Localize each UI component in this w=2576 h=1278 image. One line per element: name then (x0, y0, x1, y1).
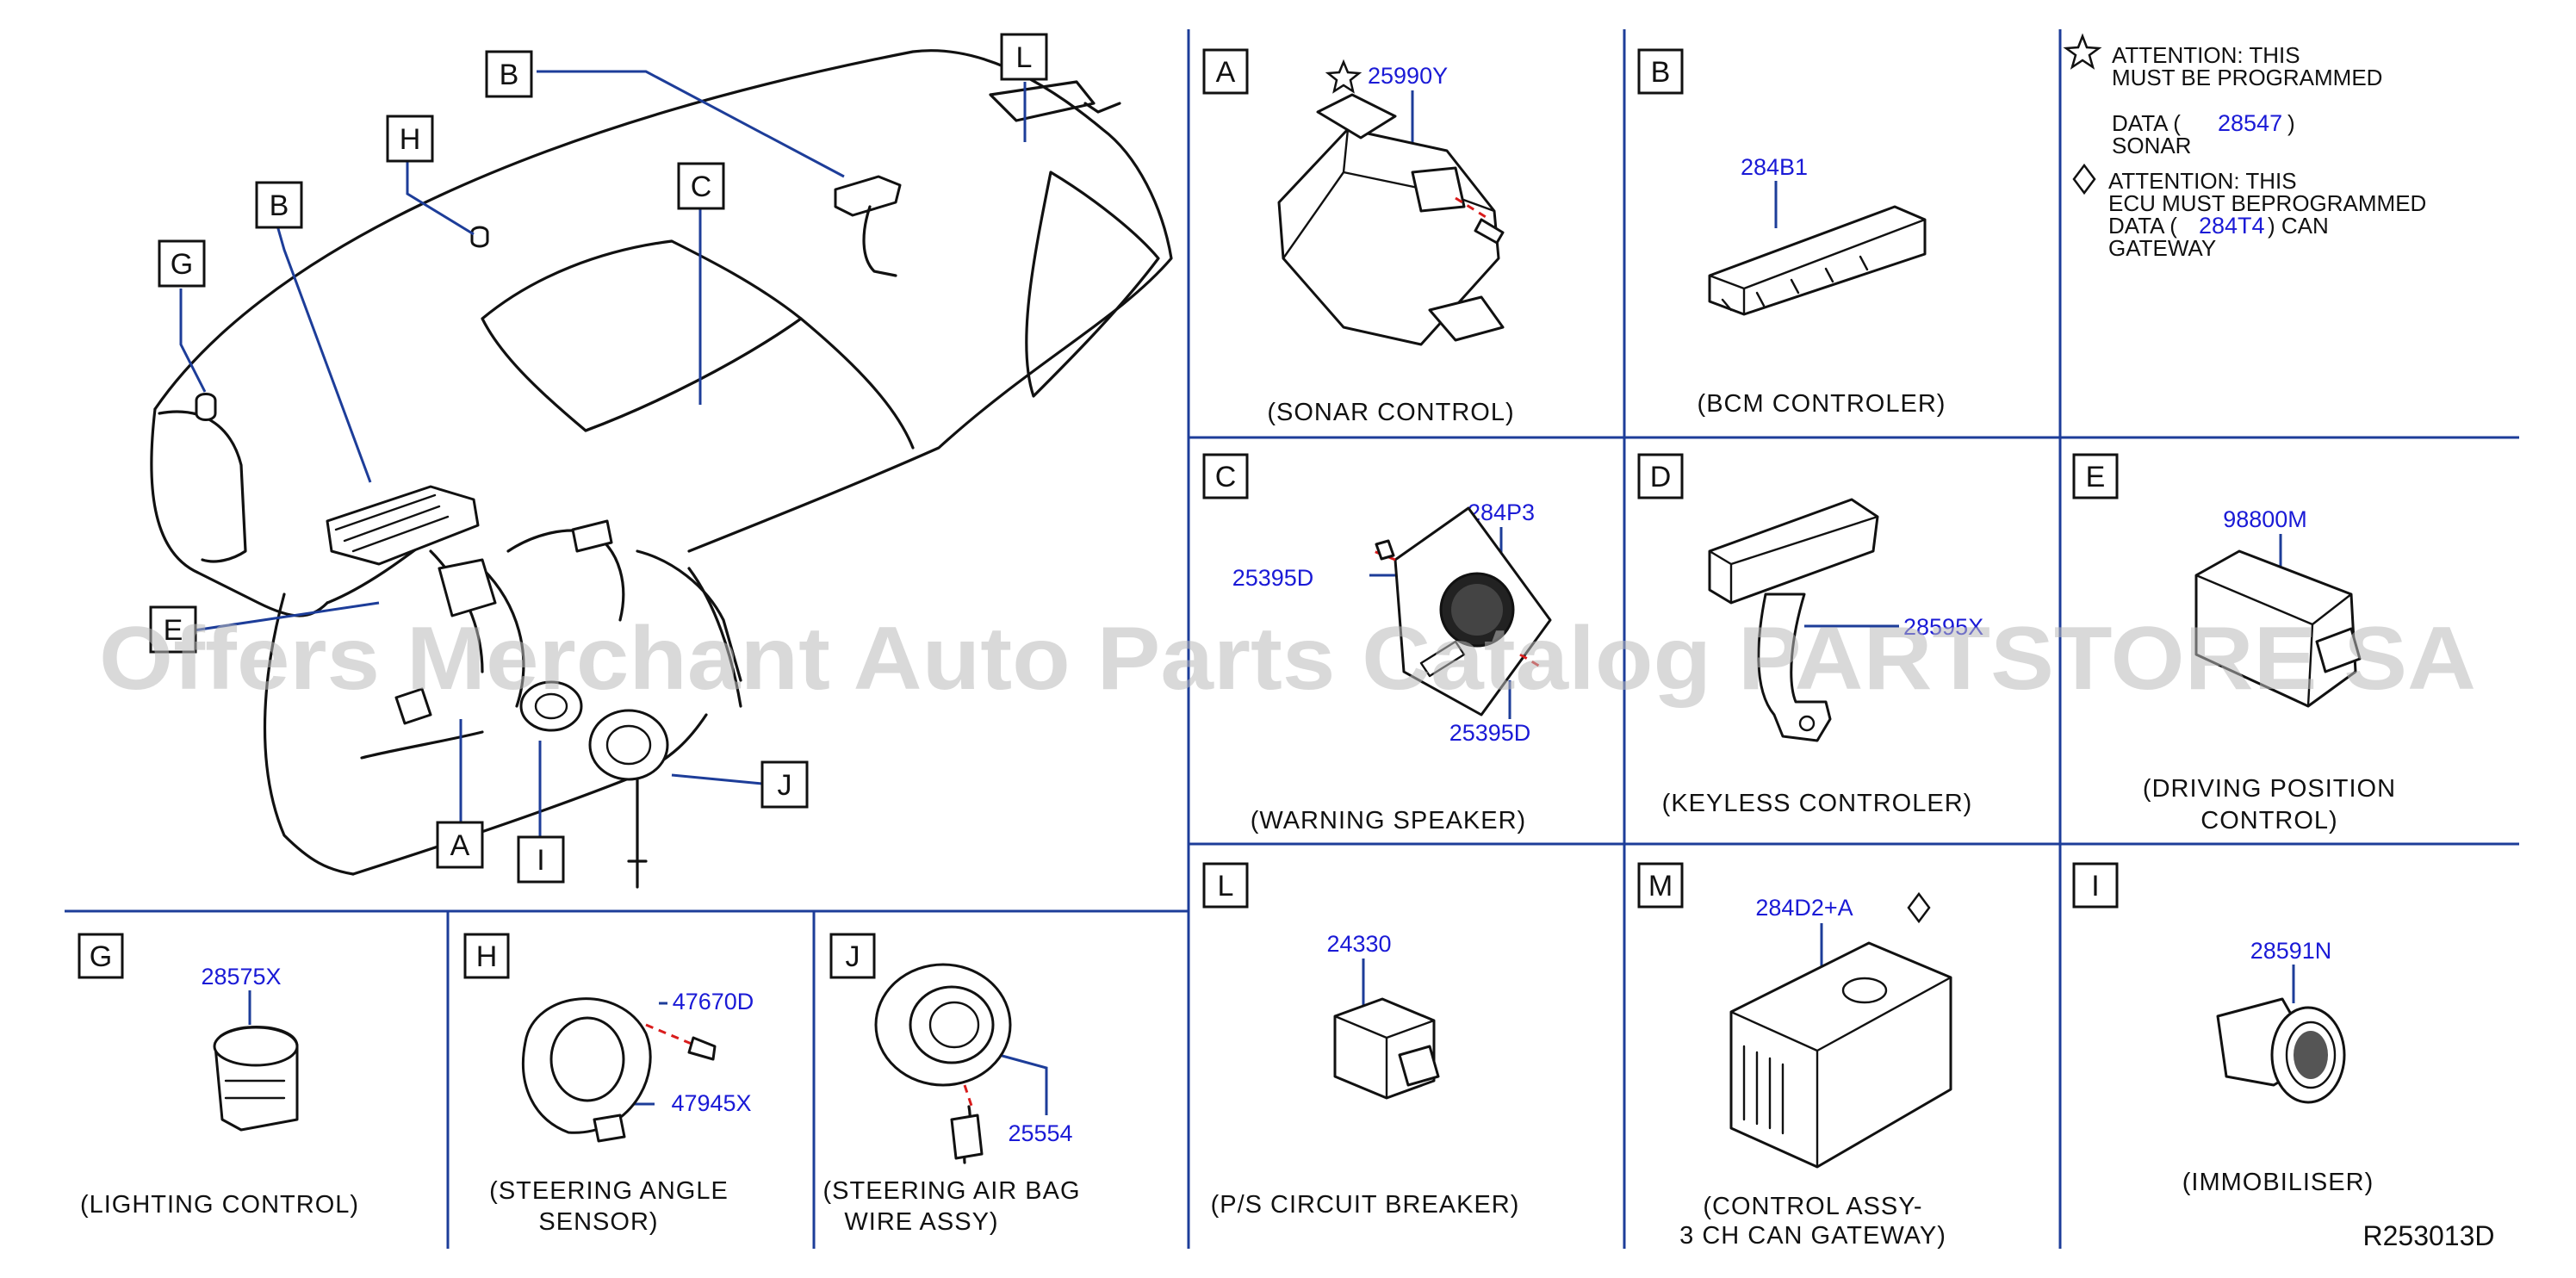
part-number: 28575X (201, 964, 281, 990)
panel-letter: I (2091, 870, 2099, 903)
callout-G: G (158, 239, 206, 288)
panel-driving-position-control: E 98800M (DRIVING POSITION CONTROL) (2072, 453, 2396, 834)
attention-text: ATTENTION: THIS (2112, 42, 2300, 68)
panel-letter: A (1216, 56, 1236, 89)
panel-caption: SENSOR) (538, 1208, 658, 1236)
panel-caption: (STEERING ANGLE (489, 1177, 729, 1205)
callout-label: A (450, 829, 470, 862)
panel-letter: C (1215, 461, 1237, 493)
attention-text: SONAR (2112, 133, 2191, 158)
panel-caption: (STEERING AIR BAG (823, 1177, 1081, 1205)
part-number: 28591N (2250, 938, 2332, 964)
star-icon (2063, 33, 2102, 70)
part-number: 24330 (1326, 931, 1391, 957)
panel-steering-angle-sensor: H 47670D 47945X (STEERING ANGLE SENSOR) (463, 933, 754, 1236)
diamond-icon (2072, 163, 2096, 195)
panel-caption: (LIGHTING CONTROL) (80, 1191, 359, 1219)
panel-warning-speaker: C 284P3 25395D 25395D (WARNING SPEAKER) (1202, 453, 1552, 834)
attention-text: ) (2287, 110, 2295, 136)
star-icon (1325, 59, 1362, 94)
callout-E: E (149, 605, 197, 654)
callout-L: L (1000, 33, 1048, 81)
panel-caption: WIRE ASSY) (844, 1208, 998, 1236)
panel-caption: (CONTROL ASSY- (1703, 1193, 1922, 1220)
panel-caption: (BCM CONTROLER) (1698, 390, 1946, 418)
panel-caption: (IMMOBILISER) (2182, 1169, 2374, 1196)
panel-letter: J (846, 940, 860, 973)
diagram-code: R253013D (2363, 1220, 2495, 1251)
attention-text: ATTENTION: THIS (2108, 168, 2297, 194)
panel-bcm-controler: B 284B1 (BCM CONTROLER) (1637, 48, 1946, 418)
callout-label: I (537, 844, 544, 877)
panel-sonar-control: A 25990Y (SONAR CONTROL) (1202, 48, 1514, 426)
callout-A: A (436, 821, 484, 869)
panel-letter: H (476, 940, 498, 973)
part-number: 284D2+A (1755, 895, 1853, 921)
part-number: 25554 (1008, 1120, 1072, 1146)
callout-label: C (691, 171, 712, 203)
panel-caption: (DRIVING POSITION (2143, 775, 2396, 803)
part-number: 47670D (673, 989, 754, 1014)
panel-letter: E (2086, 461, 2106, 493)
panel-steering-air-bag-wire-assy: J 25554 (STEERING AIR BAG WIRE ASSY) (823, 933, 1081, 1236)
callout-label: H (400, 123, 421, 156)
panel-letter: B (1651, 56, 1671, 89)
watermark: Offers Merchant Auto Parts Catalog PARTS… (99, 609, 2476, 709)
overview-callouts: B L H C B G E A I J (149, 33, 1048, 884)
callout-label: B (500, 59, 519, 91)
panel-lighting-control: G 28575X (LIGHTING CONTROL) (78, 933, 359, 1219)
part-number: 25395D (1449, 720, 1531, 746)
attention-text: GATEWAY (2108, 235, 2216, 261)
panel-immobiliser: I 28591N (IMMOBILISER) (2072, 862, 2374, 1196)
part-number: 25990Y (1368, 63, 1448, 89)
part-number: 25395D (1232, 565, 1314, 591)
part-number: 98800M (2223, 506, 2307, 532)
dashboard-overview (150, 49, 1173, 889)
attention-text: ECU MUST BEPROGRAMMED (2108, 190, 2426, 216)
panel-letter: G (90, 940, 112, 973)
part-number: 284B1 (1741, 154, 1808, 180)
attention-data-value: 28547 (2218, 110, 2282, 136)
panel-caption: (SONAR CONTROL) (1267, 399, 1514, 426)
attention-text: DATA ( (2112, 110, 2181, 136)
panel-caption: (KEYLESS CONTROLER) (1662, 790, 1973, 817)
callout-H: I (517, 835, 565, 884)
panel-letter: M (1648, 870, 1673, 903)
panel-can-gateway: M 284D2+A (CONTROL ASSY- 3 CH CAN GATEWA… (1637, 862, 1952, 1250)
part-number: 28595X (1903, 614, 1983, 640)
callout-label: J (778, 769, 792, 802)
panel-dividers (65, 29, 2519, 1249)
callout-C: C (677, 162, 725, 210)
attention-text: DATA ( (2108, 213, 2177, 239)
callout-I: H (386, 115, 434, 163)
attention-text: MUST BE PROGRAMMED (2112, 65, 2382, 90)
callout-label: E (164, 614, 183, 647)
attention-notes: ATTENTION: THIS MUST BE PROGRAMMED DATA … (2063, 33, 2426, 261)
callout-label: G (171, 248, 193, 281)
callout-B: B (255, 181, 303, 229)
panel-caption: CONTROL) (2200, 807, 2337, 834)
panel-letter: D (1650, 461, 1672, 493)
panel-caption: (WARNING SPEAKER) (1251, 807, 1526, 834)
callout-D: B (485, 50, 533, 98)
panel-keyless-controler: D 28595X (KEYLESS CONTROLER) (1637, 453, 1983, 817)
panel-caption: (P/S CIRCUIT BREAKER) (1211, 1191, 1520, 1219)
diamond-icon (1907, 891, 1931, 924)
panel-caption: 3 CH CAN GATEWAY) (1679, 1222, 1946, 1250)
callout-J: J (760, 760, 809, 809)
part-number: 47945X (671, 1090, 751, 1116)
panel-ps-circuit-breaker: L 24330 (P/S CIRCUIT BREAKER) (1202, 862, 1520, 1219)
callout-label: B (270, 189, 289, 222)
attention-data-value: 284T4 (2199, 213, 2265, 239)
attention-text: ) CAN (2268, 213, 2329, 239)
callout-label: L (1016, 41, 1033, 74)
panel-letter: L (1218, 870, 1234, 903)
